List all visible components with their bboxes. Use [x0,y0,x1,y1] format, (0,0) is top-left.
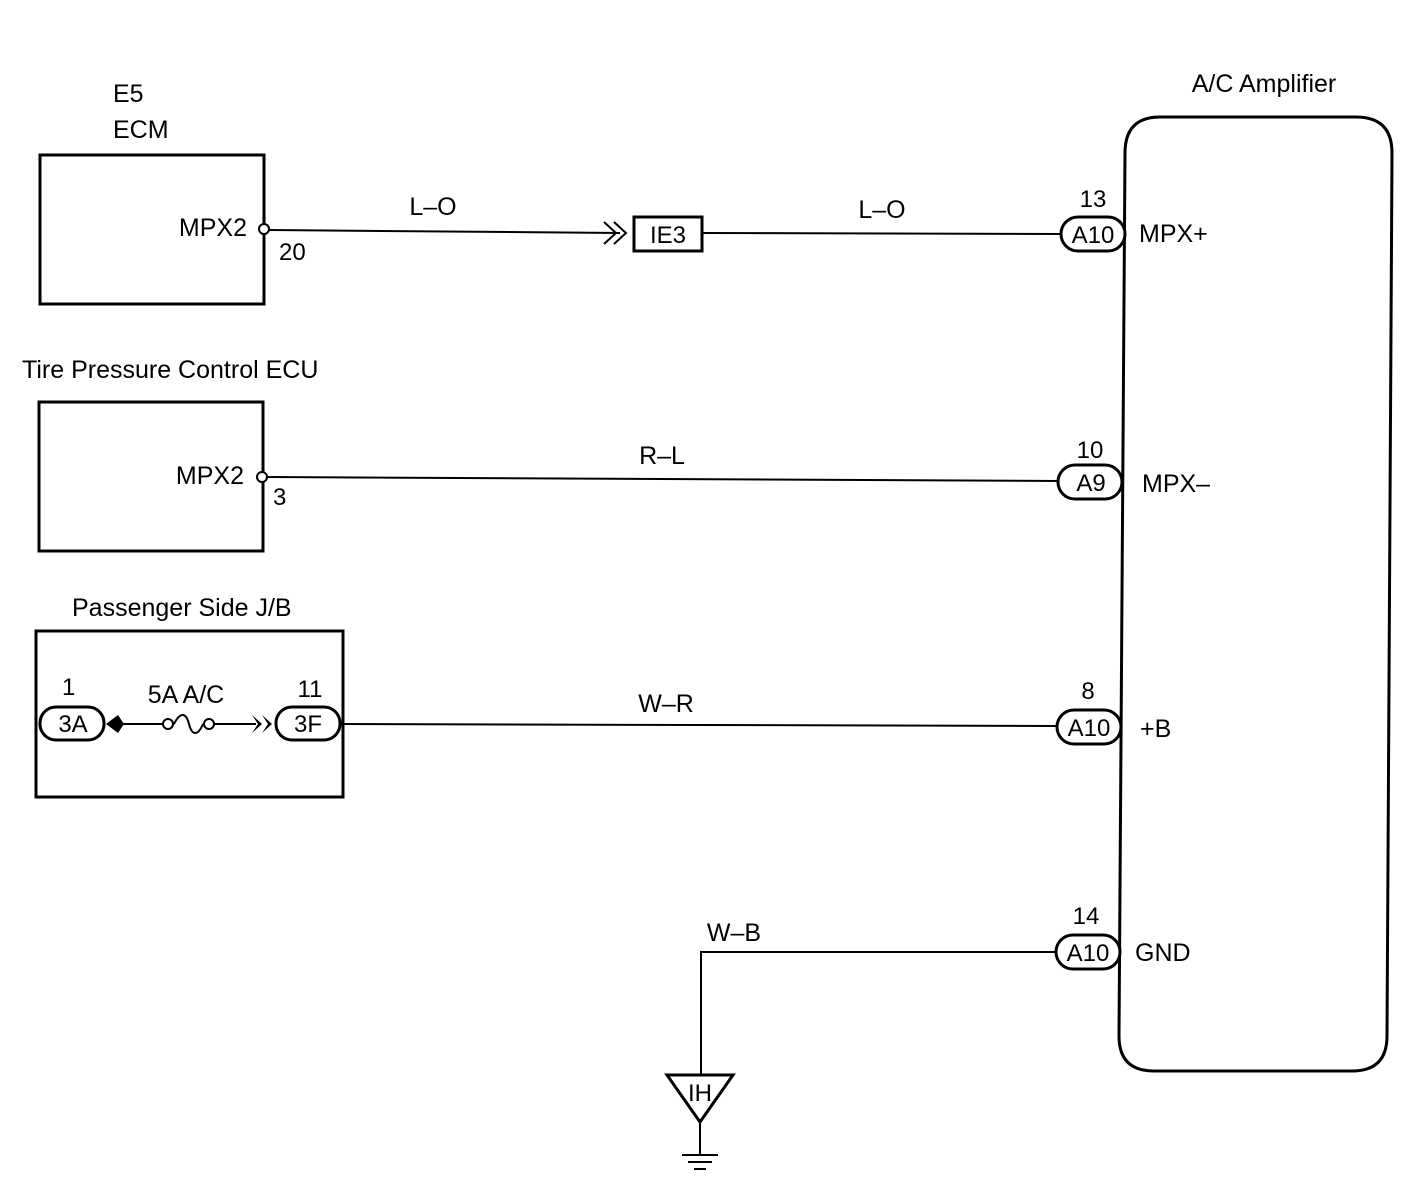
wire-tpc-amp-color: R–L [639,442,685,470]
amp-pin-13-connector-label: A10 [1072,222,1115,249]
wire-ground [700,951,1058,1085]
wire-ie3-amp-color: L–O [858,196,905,224]
amp-pin-14-connector-label: A10 [1067,940,1110,967]
fuse-terminal-left [162,718,174,730]
jb-right-arrowhead-2 [262,715,272,733]
amp-name: A/C Amplifier [1192,70,1336,98]
amp-pin-14-connector [1054,933,1122,971]
tpc-pin-number: 3 [273,484,286,511]
wire-ie3-amp [701,232,1063,235]
wire-jb-amp [339,723,1059,727]
jb-left-arrowhead [106,715,124,733]
amp-pin-14-number: 14 [1073,903,1100,930]
wire-ecm-ie3-color: L–O [409,193,456,221]
amp-pin-8-connector [1055,708,1123,746]
jb-fuse-label: 5A A/C [148,681,224,709]
amp-pin-13-connector [1059,215,1127,253]
amp-pin-10-connector [1056,463,1124,501]
jb-left-connector-label: 3A [58,711,87,738]
amp-pin-8-number: 8 [1081,678,1094,705]
tpc-pin-terminal [256,471,268,483]
amp-box [1117,115,1394,1073]
amp-pin-13-number: 13 [1080,186,1107,213]
ie3-junction-box [632,215,704,253]
ecm-pin-number: 20 [279,239,306,266]
fuse-icon [173,714,204,734]
ecm-pin-name: MPX2 [179,214,247,242]
wire-jb-amp-color: W–R [638,690,694,718]
amp-pin-10-name: MPX– [1142,470,1210,498]
amp-pin-8-name: +B [1140,715,1171,743]
ecm-pin-terminal [258,223,270,235]
ie3-chevron-inner [613,221,628,245]
jb-name: Passenger Side J/B [72,594,292,622]
jb-right-connector-label: 3F [294,711,322,738]
fuse-terminal-right [203,718,215,730]
amp-pin-13-name: MPX+ [1139,220,1208,248]
jb-box [34,629,345,799]
amp-pin-8-connector-label: A10 [1068,715,1111,742]
jb-right-arrowhead-1 [252,715,262,733]
wire-ecm-ie3 [268,229,621,234]
amp-pin-10-connector-label: A9 [1076,470,1105,497]
tpc-name: Tire Pressure Control ECU [22,356,318,384]
ie3-chevron-outer [603,221,618,245]
jb-left-pin-number: 1 [62,674,75,701]
ie3-label: IE3 [650,222,686,249]
wire-ground-color: W–B [707,919,761,947]
ground-point-triangle [664,1073,736,1125]
wire-tpc-amp [266,476,1061,482]
amp-pin-14-name: GND [1135,939,1191,967]
amp-pin-10-number: 10 [1077,437,1104,464]
jb-right-connector [274,705,342,742]
jb-left-connector [38,705,106,742]
ecm-code: E5 [113,80,144,108]
ground-point-label: IH [688,1080,712,1107]
ecm-name: ECM [113,116,169,144]
jb-right-pin-number: 11 [298,676,323,703]
tpc-pin-name: MPX2 [176,462,244,490]
